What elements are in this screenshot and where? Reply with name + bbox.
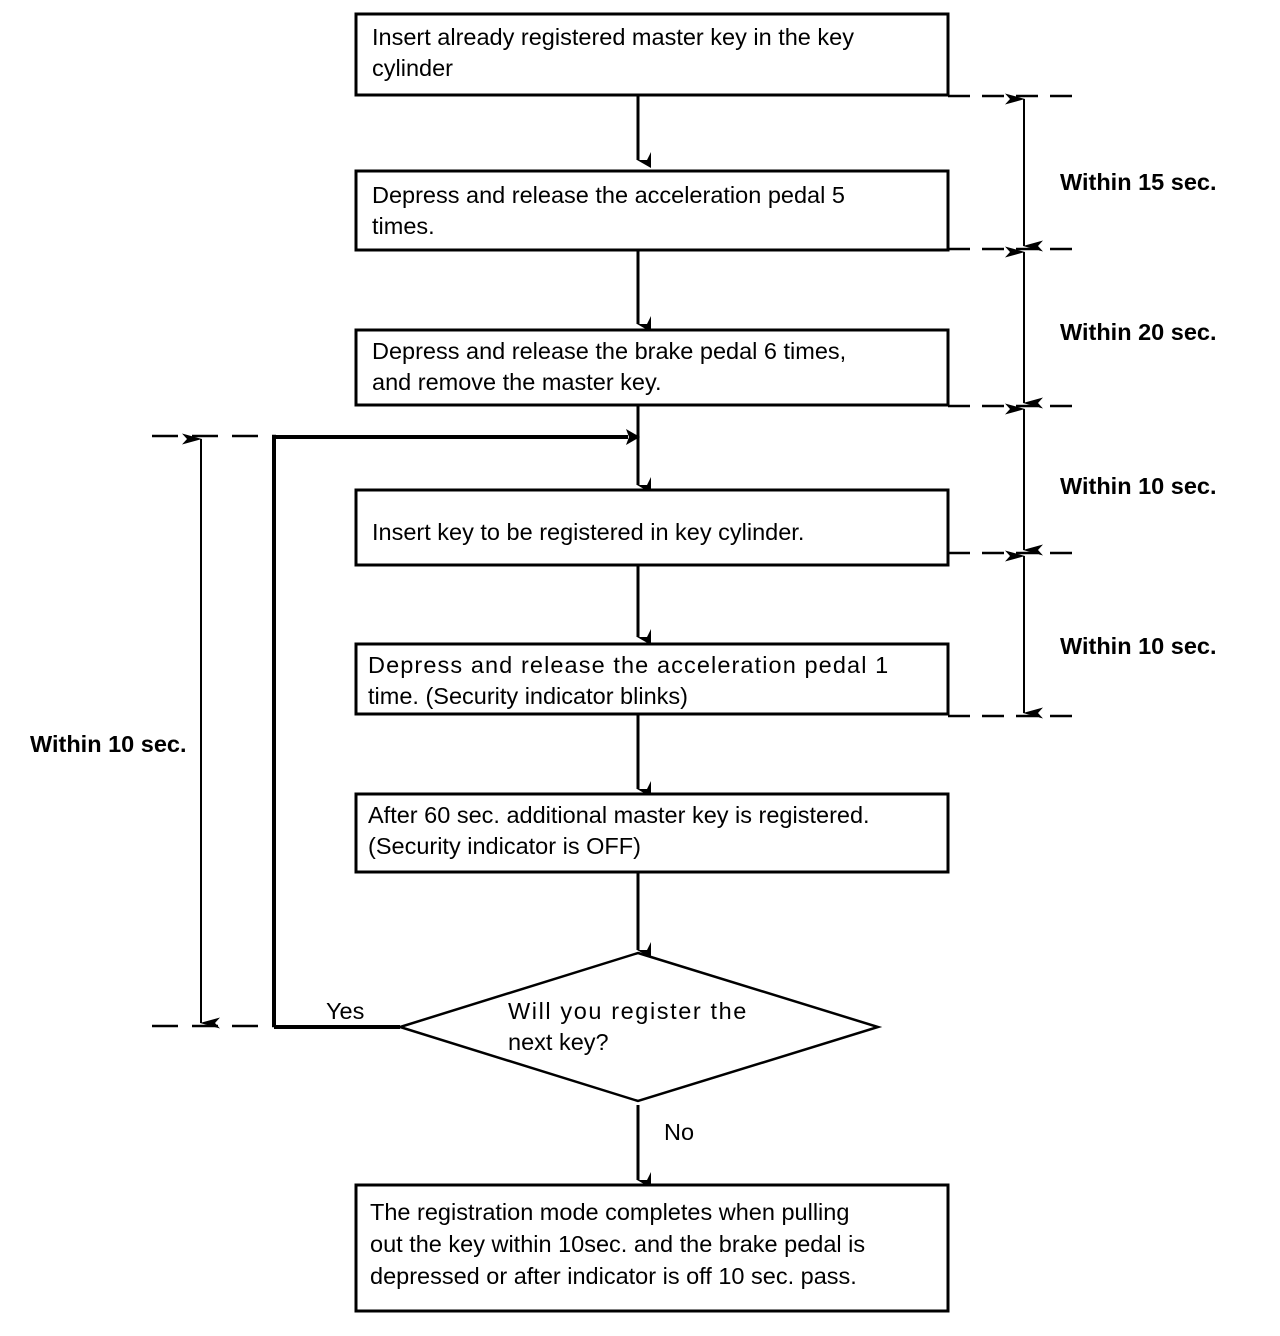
step5-line-1: Depress and release the acceleration ped… xyxy=(368,652,889,678)
step3-line-1: Depress and release the brake pedal 6 ti… xyxy=(372,338,846,364)
step7-line-3: depressed or after indicator is off 10 s… xyxy=(370,1263,857,1289)
step2-line-1: Depress and release the acceleration ped… xyxy=(372,182,845,208)
node-step1: Insert already registered master key in … xyxy=(354,12,950,97)
step7-line-1: The registration mode completes when pul… xyxy=(370,1199,849,1225)
decision-line-1: Will you register the xyxy=(508,998,748,1024)
feedback-loop-yes xyxy=(272,429,640,1029)
timing-label-within-20-sec: Within 20 sec. xyxy=(1060,319,1217,345)
step7-line-2: out the key within 10sec. and the brake … xyxy=(370,1231,865,1257)
dimension-extension-lines-right xyxy=(948,94,1074,718)
timing-label-within-10-sec-b: Within 10 sec. xyxy=(1060,633,1217,659)
decision-line-2: next key? xyxy=(508,1029,609,1055)
timing-label-within-10-sec-a: Within 10 sec. xyxy=(1060,473,1217,499)
node-step5: Depress and release the acceleration ped… xyxy=(354,642,950,716)
timing-label-within-15-sec: Within 15 sec. xyxy=(1060,169,1217,195)
node-decision: Will you register the next key? xyxy=(395,951,883,1103)
node-step4: Insert key to be registered in key cylin… xyxy=(354,488,950,567)
node-step3: Depress and release the brake pedal 6 ti… xyxy=(354,328,950,407)
step1-line-2: cylinder xyxy=(372,55,453,81)
step6-line-2: (Security indicator is OFF) xyxy=(368,833,641,859)
timing-label-within-10-sec-left: Within 10 sec. xyxy=(30,731,187,757)
node-step6: After 60 sec. additional master key is r… xyxy=(354,792,950,874)
step5-line-2: time. (Security indicator blinks) xyxy=(368,683,688,709)
node-step2: Depress and release the acceleration ped… xyxy=(354,169,950,252)
node-step7: The registration mode completes when pul… xyxy=(354,1183,950,1313)
step2-line-2: times. xyxy=(372,213,435,239)
step1-line-1: Insert already registered master key in … xyxy=(372,24,854,50)
branch-label-yes: Yes xyxy=(326,998,364,1024)
step3-line-2: and remove the master key. xyxy=(372,369,662,395)
branch-label-no: No xyxy=(664,1119,694,1145)
step6-line-1: After 60 sec. additional master key is r… xyxy=(368,802,870,828)
step4-line-1: Insert key to be registered in key cylin… xyxy=(372,519,804,545)
